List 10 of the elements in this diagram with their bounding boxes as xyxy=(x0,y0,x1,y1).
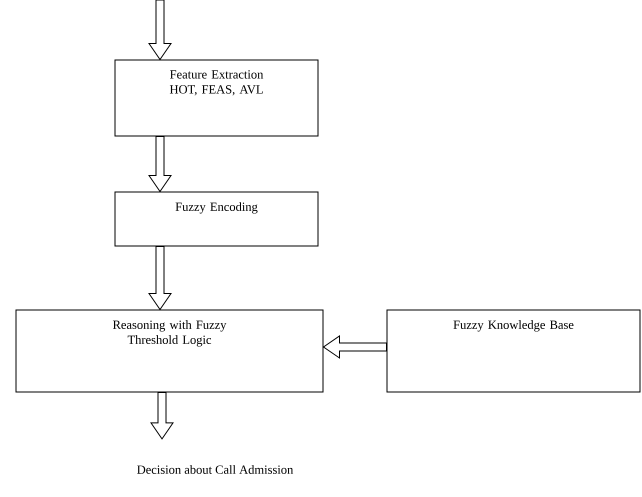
output-text: Decision about Call Admission xyxy=(137,465,294,474)
process-box: Reasoning with Fuzzy Threshold Logic xyxy=(16,309,324,392)
arrow xyxy=(148,246,172,310)
arrow xyxy=(150,392,174,440)
arrow xyxy=(322,335,387,359)
process-box: Fuzzy Knowledge Base xyxy=(386,309,640,392)
arrow xyxy=(148,0,172,60)
process-box: Fuzzy Encoding xyxy=(114,192,318,246)
arrow xyxy=(148,136,172,192)
process-box: Feature Extraction HOT, FEAS, AVL xyxy=(114,60,318,136)
